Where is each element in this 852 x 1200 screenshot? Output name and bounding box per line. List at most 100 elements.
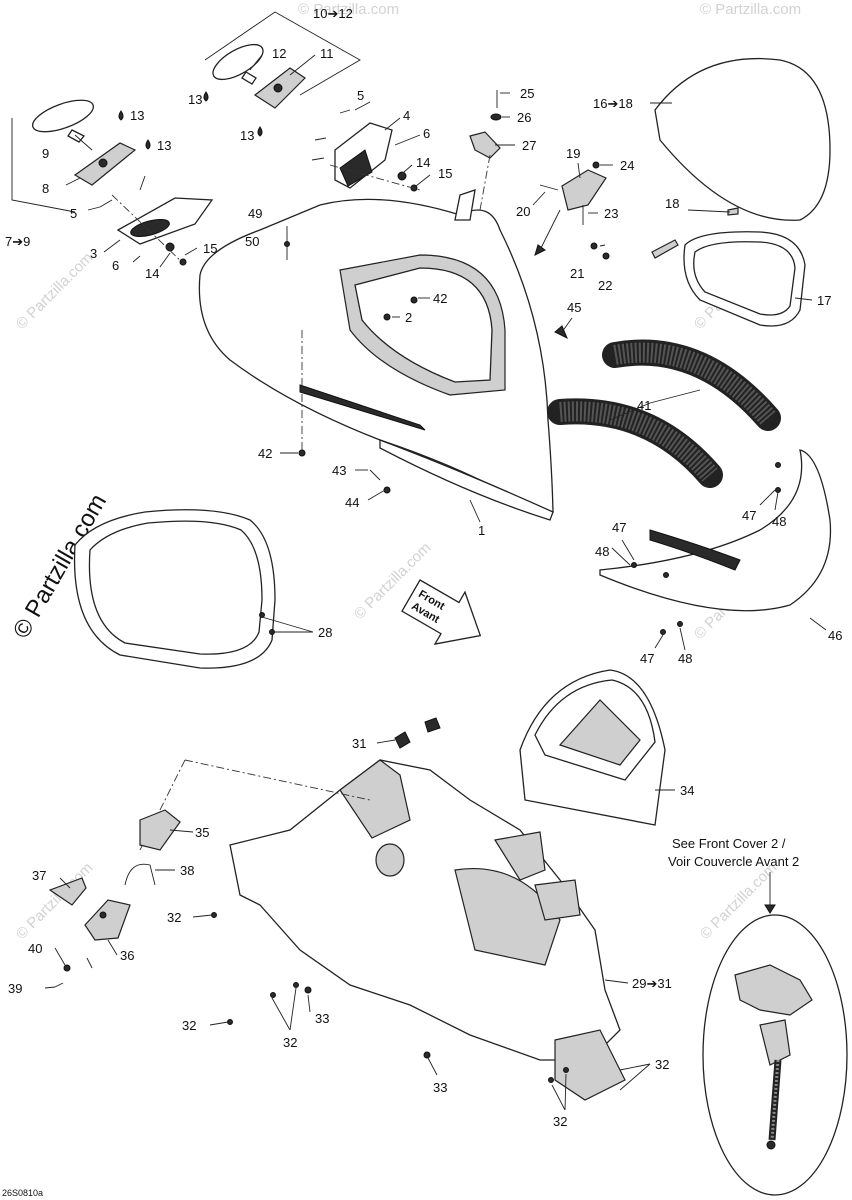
callout-31: 31	[352, 736, 366, 751]
callout-14: 14	[416, 155, 430, 170]
callout-32: 32	[283, 1035, 297, 1050]
see-front-cover-note: See Front Cover 2 /	[672, 836, 786, 851]
callout-13: 13	[130, 108, 144, 123]
callout-3: 3	[90, 246, 97, 261]
storage-opening-inner	[354, 267, 493, 383]
watermark-text: © Partzilla.com	[13, 249, 96, 332]
direction-arrow	[539, 209, 561, 251]
callout-47: 47	[640, 651, 654, 666]
reference-inset: See Front Cover 2 / Voir Couvercle Avant…	[668, 836, 848, 1196]
side-panel-group	[599, 449, 832, 635]
callout-39: 39	[8, 981, 22, 996]
arrow-shape	[401, 579, 482, 645]
callout-13: 13	[188, 92, 202, 107]
rivet	[410, 296, 418, 304]
mirror-pivot	[273, 83, 283, 93]
rivet-48	[677, 621, 683, 627]
frame-cavity	[454, 868, 561, 966]
callout-44: 44	[345, 495, 359, 510]
diagram-code: 26S0810a	[2, 1188, 43, 1198]
callout-19: 19	[566, 146, 580, 161]
callout-47: 47	[742, 508, 756, 523]
clip-31	[394, 731, 411, 749]
inset-strut-ribs	[770, 1059, 780, 1141]
screw	[139, 175, 146, 191]
callout-42: 42	[258, 446, 272, 461]
screw	[339, 109, 351, 114]
callout-13: 13	[240, 128, 254, 143]
callout-33: 33	[315, 1011, 329, 1026]
callout-10-12: 10➔12	[313, 6, 353, 21]
callout-29-31: 29➔31	[632, 976, 672, 991]
frame-pad	[534, 879, 581, 921]
arrow-head	[764, 904, 776, 914]
callout-21: 21	[570, 266, 584, 281]
callout-7-9: 7➔9	[5, 234, 30, 249]
callout-32: 32	[167, 910, 181, 925]
watermark-text: © Partzilla.com	[700, 1, 801, 18]
callout-5: 5	[357, 88, 364, 103]
support-recess	[130, 218, 170, 238]
nut-42	[298, 449, 306, 457]
callout-15: 15	[438, 166, 452, 181]
screw-43	[369, 469, 381, 481]
frame-bracket	[554, 1029, 626, 1101]
see-front-cover-note: Voir Couvercle Avant 2	[668, 854, 799, 869]
group-bracket	[11, 118, 76, 213]
latch-27	[469, 131, 501, 159]
callout-20: 20	[516, 204, 530, 219]
lock-pivot	[99, 911, 107, 919]
callout-45: 45	[567, 300, 581, 315]
screw-20	[539, 184, 559, 191]
callout-26: 26	[517, 110, 531, 125]
callout-32: 32	[182, 1018, 196, 1033]
callout-27: 27	[522, 138, 536, 153]
storage-bin-floor	[558, 699, 641, 766]
mirror-glass	[32, 99, 94, 133]
lever-37	[48, 877, 87, 906]
callout-17: 17	[817, 293, 831, 308]
callout-32: 32	[655, 1057, 669, 1072]
clip-31	[424, 717, 441, 733]
callout-16-18: 16➔18	[593, 96, 633, 111]
callout-43: 43	[332, 463, 346, 478]
front-cover	[198, 189, 554, 521]
screw	[311, 157, 325, 161]
nut-24	[592, 161, 600, 169]
callout-33: 33	[433, 1080, 447, 1095]
trim-strip	[651, 239, 679, 259]
callout-38: 38	[180, 863, 194, 878]
callout-35: 35	[195, 825, 209, 840]
callout-15: 15	[203, 241, 217, 256]
air-hose-ribs	[559, 401, 718, 482]
callout-34: 34	[680, 783, 694, 798]
pin-32	[227, 1019, 233, 1025]
adhesive-drop-icon	[118, 110, 124, 121]
callout-9: 9	[42, 146, 49, 161]
cover-fin	[454, 189, 476, 221]
callout-1: 1	[478, 523, 485, 538]
adhesive-drop-icon	[145, 139, 151, 150]
group-bracket	[204, 11, 361, 96]
nut	[179, 258, 187, 266]
clip-45	[554, 325, 568, 340]
air-hose	[547, 398, 723, 488]
lock-hardware	[48, 809, 181, 988]
screw-39	[54, 982, 64, 988]
latch-bracket-19	[561, 169, 607, 211]
callout-41: 41	[637, 398, 651, 413]
rivet-48	[663, 572, 669, 578]
frame-pad	[494, 831, 546, 881]
callout-47: 47	[612, 520, 626, 535]
rivet-48	[660, 629, 666, 635]
callout-36: 36	[120, 948, 134, 963]
gasket-group	[73, 509, 276, 669]
callout-4: 4	[403, 108, 410, 123]
storage-bin-group	[519, 669, 666, 826]
spring-38	[124, 863, 156, 886]
inset-bracket	[734, 964, 813, 1016]
callout-8: 8	[42, 181, 49, 196]
support-recess	[339, 149, 373, 187]
rivet-48	[775, 462, 781, 468]
